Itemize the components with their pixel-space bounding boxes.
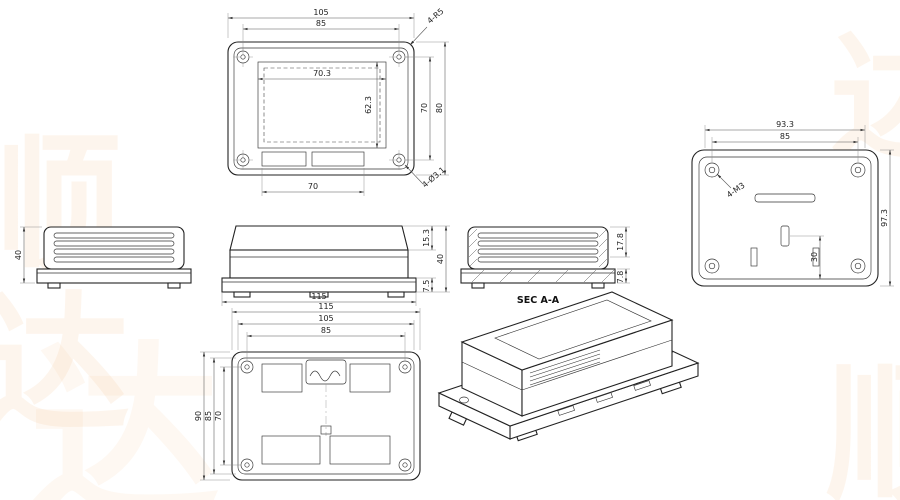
iso-vents xyxy=(529,349,601,386)
dim-front-base-height: 7.5 xyxy=(422,280,431,293)
bottom-view-screw-bosses xyxy=(240,360,412,472)
bottom-view-spring-clip xyxy=(309,370,341,382)
side-view: 40 xyxy=(14,226,192,289)
dim-front-overall-length: 115 xyxy=(311,292,326,301)
dim-bottom-inner-length: 105 xyxy=(318,314,333,323)
front-view: 115 15.3 40 7.5 xyxy=(221,225,450,306)
dim-back-slot-offset: 30 xyxy=(810,252,819,262)
iso-lid-panel xyxy=(494,299,652,360)
dim-top-screw-spacing-y: 70 xyxy=(420,103,429,113)
dim-front-lid-height: 15.3 xyxy=(422,229,431,247)
dim-section-inner-depth: 17.8 xyxy=(616,233,625,251)
bottom-view-recess-left xyxy=(261,435,321,465)
top-view-slot-left xyxy=(261,151,307,167)
back-view-din-slot-left xyxy=(750,247,758,267)
dim-top-overall-width: 105 xyxy=(313,8,328,17)
bottom-view-recess-right xyxy=(329,435,391,465)
dim-top-slot-width: 70 xyxy=(308,182,318,191)
dim-top-window-height: 62.3 xyxy=(364,96,373,114)
dim-top-window-width: 70.3 xyxy=(313,69,331,78)
top-view: 105 85 70.3 62.3 70 70 80 4-R5 4-Ø3.1 xyxy=(227,7,449,196)
back-view: 93.3 85 4-M3 97.3 30 xyxy=(691,120,894,287)
dim-bottom-screw-spacing-x: 85 xyxy=(321,326,331,335)
dim-bottom-screw-spacing-y: 70 xyxy=(214,411,223,421)
iso-body-top-face xyxy=(460,291,674,371)
side-view-vents xyxy=(53,232,175,263)
section-view: 17.8 7.8 SEC A-A xyxy=(460,226,630,306)
back-view-outline xyxy=(691,149,879,287)
back-view-screw-bosses xyxy=(704,162,866,274)
section-view-vents xyxy=(477,232,599,263)
dim-back-boss-spacing: 93.3 xyxy=(776,120,794,129)
bottom-view: 115 105 85 90 85 70 xyxy=(194,302,421,481)
top-view-window xyxy=(257,61,387,149)
back-view-dimensions: 93.3 85 4-M3 97.3 30 xyxy=(704,120,894,287)
front-view-lid xyxy=(229,225,409,251)
bottom-view-pocket-right xyxy=(349,363,391,393)
bottom-view-dimensions: 115 105 85 90 85 70 xyxy=(194,302,421,481)
callout-screw-hole: 4-Ø3.1 xyxy=(420,165,447,190)
side-view-base xyxy=(36,268,192,284)
section-hatching xyxy=(468,228,615,283)
iso-ear-hole-left xyxy=(459,396,469,404)
dim-side-height: 40 xyxy=(14,250,23,260)
front-view-base xyxy=(221,277,417,293)
back-view-label-slot xyxy=(754,193,816,203)
dim-section-base-depth: 7.8 xyxy=(616,271,625,284)
dim-bottom-overall-width: 90 xyxy=(194,411,203,421)
top-view-slot-right xyxy=(311,151,365,167)
back-view-center-slot xyxy=(780,225,790,247)
dim-top-overall-depth: 80 xyxy=(435,103,444,113)
section-label: SEC A-A xyxy=(517,295,560,306)
front-view-body xyxy=(229,249,409,279)
dim-top-screw-spacing-x: 85 xyxy=(316,19,326,28)
dim-bottom-inner-width: 85 xyxy=(204,411,213,421)
side-view-dimensions: 40 xyxy=(14,226,42,284)
section-view-base xyxy=(460,268,616,284)
callout-corner-radius: 4-R5 xyxy=(426,7,446,26)
dim-back-screw-spacing: 85 xyxy=(780,132,790,141)
iso-din-slot xyxy=(595,392,613,403)
section-view-dimensions: 17.8 7.8 xyxy=(610,226,630,284)
dim-front-overall-height: 40 xyxy=(436,254,445,264)
front-view-dimensions: 115 15.3 40 7.5 xyxy=(221,225,450,306)
top-view-screw-bosses xyxy=(233,47,409,170)
iso-din-slot xyxy=(557,405,575,416)
iso-lid-seam xyxy=(521,339,673,391)
dim-bottom-overall-length: 115 xyxy=(318,302,333,311)
iso-din-slot xyxy=(633,380,651,391)
bottom-view-pocket-left xyxy=(261,363,303,393)
isometric-view xyxy=(437,291,700,442)
dim-back-overall-height: 97.3 xyxy=(880,209,889,227)
